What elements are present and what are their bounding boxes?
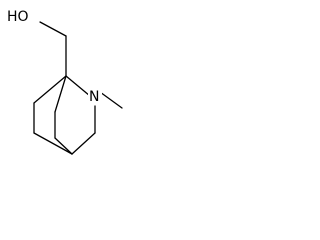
bond-c1-bridge	[54, 75, 67, 113]
bond-ch2-c4	[71, 132, 96, 155]
hydroxyl-label-bg	[5, 5, 35, 25]
bonds	[33, 21, 123, 155]
bond-c1-left-upper	[33, 75, 67, 104]
bond-n-methyl	[99, 91, 123, 109]
nitrogen-label-bg	[88, 86, 102, 104]
bond-o-ch2	[39, 21, 67, 37]
hydroxyl-label: HO	[7, 9, 29, 25]
bond-bridge-c4	[54, 137, 73, 155]
nitrogen-label: N	[89, 89, 99, 105]
bond-c1-n	[65, 75, 91, 97]
chemical-structure-diagram: HO N	[5, 5, 123, 155]
bond-left-lower-c4	[33, 132, 73, 155]
